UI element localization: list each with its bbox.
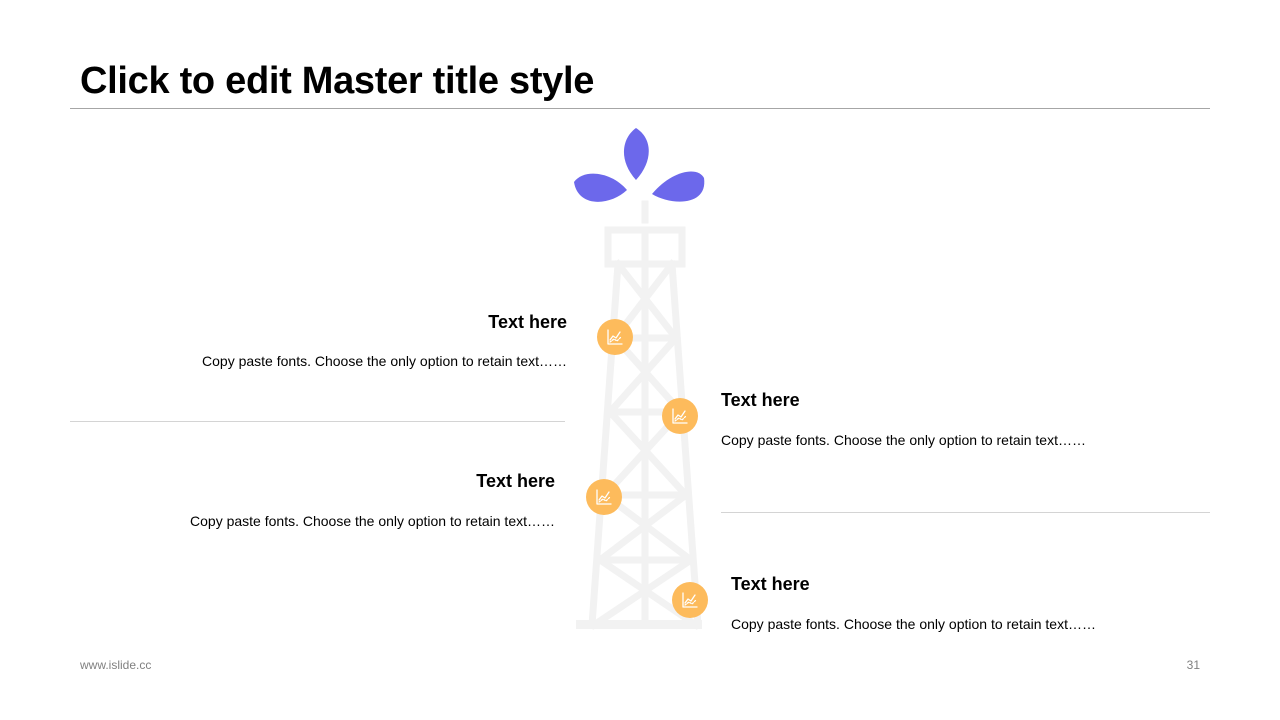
item-1-body[interactable]: Copy paste fonts. Choose the only option… (202, 353, 567, 369)
item-3-badge (586, 479, 622, 515)
item-2-badge (662, 398, 698, 434)
item-3-body[interactable]: Copy paste fonts. Choose the only option… (190, 513, 555, 529)
item-4-badge (672, 582, 708, 618)
line-chart-icon (682, 592, 698, 608)
item-1-heading[interactable]: Text here (488, 312, 567, 332)
footer-page-number: 31 (1186, 658, 1200, 672)
oil-drop-center (623, 128, 649, 180)
item-2-heading[interactable]: Text here (721, 390, 800, 410)
title-divider (70, 108, 1210, 109)
oil-derrick-illustration (574, 128, 705, 630)
line-chart-icon (607, 329, 623, 345)
item-4-heading[interactable]: Text here (731, 574, 810, 594)
oil-drop-left (574, 173, 627, 202)
oil-drop-right (652, 171, 705, 202)
line-chart-icon (672, 408, 688, 424)
item-1-badge (597, 319, 633, 355)
right-divider (721, 512, 1210, 513)
item-4-body[interactable]: Copy paste fonts. Choose the only option… (731, 616, 1096, 632)
item-2-body[interactable]: Copy paste fonts. Choose the only option… (721, 432, 1086, 448)
footer-website: www.islide.cc (80, 658, 152, 672)
item-3-heading[interactable]: Text here (476, 471, 555, 491)
slide-title[interactable]: Click to edit Master title style (80, 60, 595, 102)
left-divider (70, 421, 565, 422)
line-chart-icon (596, 489, 612, 505)
